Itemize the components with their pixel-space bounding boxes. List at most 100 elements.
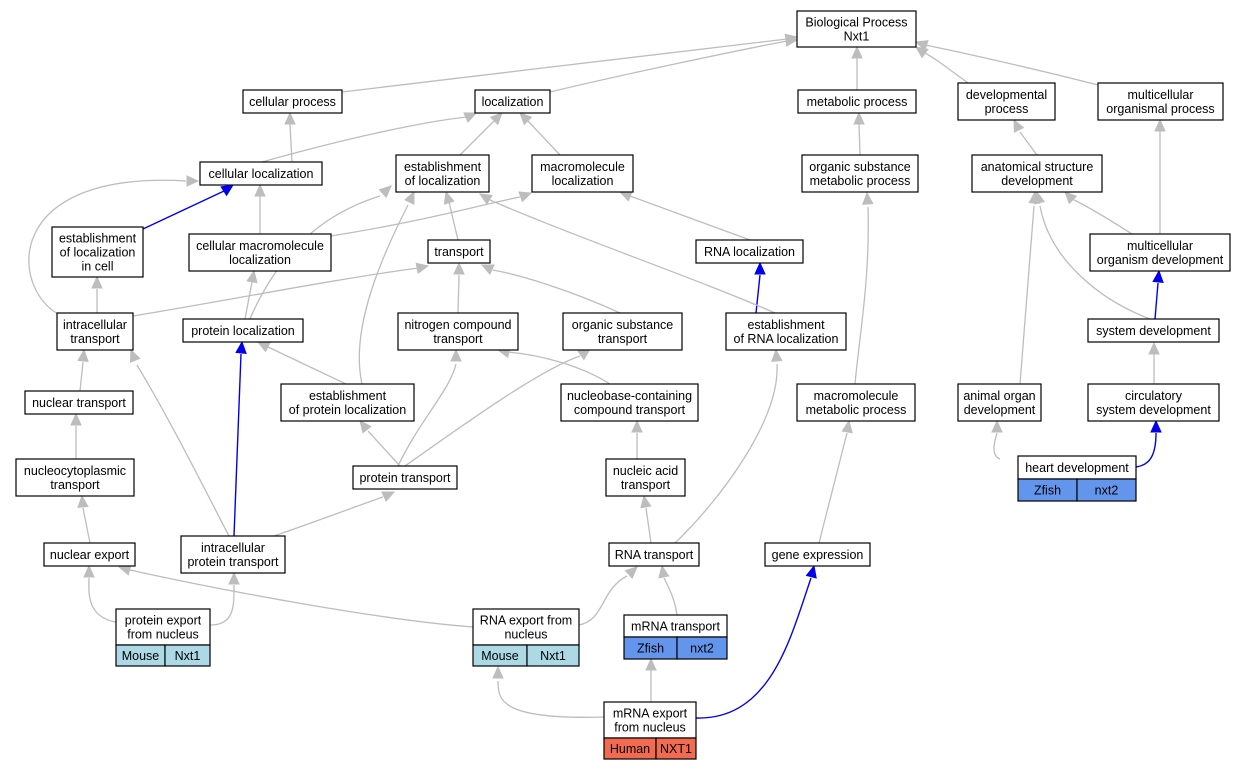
arrowhead — [378, 185, 392, 199]
term-box[interactable] — [474, 89, 551, 114]
term-box[interactable] — [971, 154, 1103, 193]
term-label: protein transport — [187, 555, 279, 569]
term-box[interactable] — [199, 161, 323, 186]
relation-edge — [256, 341, 347, 385]
go-term-gene-expression[interactable]: gene expression — [764, 542, 871, 567]
term-box[interactable] — [51, 226, 144, 278]
go-term-protein-transport[interactable]: protein transport — [352, 465, 458, 490]
term-box[interactable] — [764, 542, 871, 567]
term-box[interactable] — [695, 239, 804, 264]
term-box[interactable] — [43, 542, 136, 567]
go-term-nuclear-transport[interactable]: nuclear transport — [24, 390, 134, 415]
term-box[interactable] — [725, 312, 847, 351]
relation-edge — [273, 491, 396, 537]
term-box[interactable] — [1097, 82, 1224, 121]
gene-cell[interactable] — [655, 737, 697, 760]
term-box[interactable] — [1087, 318, 1220, 343]
go-term-system-development[interactable]: system development — [1087, 318, 1220, 343]
term-box[interactable] — [801, 154, 919, 193]
term-box[interactable] — [796, 383, 916, 422]
term-box[interactable] — [1087, 383, 1220, 422]
arrowhead — [805, 564, 817, 579]
term-box[interactable] — [1089, 233, 1231, 272]
go-term-nuclear-export[interactable]: nuclear export — [43, 542, 136, 567]
term-label: Nxt1 — [844, 30, 870, 44]
term-box[interactable] — [180, 535, 286, 574]
go-term-metabolic-process[interactable]: metabolic process — [797, 89, 917, 114]
term-box[interactable] — [797, 89, 917, 114]
arrowhead — [519, 112, 533, 126]
gene-cell[interactable] — [164, 644, 211, 667]
term-box[interactable] — [608, 542, 700, 567]
term-box[interactable] — [796, 10, 917, 48]
term-box[interactable] — [188, 233, 332, 272]
term-box[interactable] — [427, 239, 491, 264]
term-box[interactable] — [531, 154, 634, 193]
term-box[interactable] — [562, 312, 683, 351]
term-box[interactable] — [24, 390, 134, 415]
term-box[interactable] — [182, 318, 304, 343]
arrowhead — [403, 190, 415, 205]
gene-cell[interactable] — [676, 636, 728, 660]
term-label: RNA localization — [704, 245, 795, 259]
relation-edge — [28, 175, 200, 316]
term-box[interactable] — [280, 383, 415, 422]
arrowhead — [254, 183, 266, 197]
go-term-protein-localization[interactable]: protein localization — [182, 318, 304, 343]
arrowhead — [1013, 118, 1025, 133]
arrowhead — [645, 657, 657, 671]
arrowhead — [186, 175, 200, 187]
term-box[interactable] — [397, 312, 519, 351]
term-box[interactable] — [560, 383, 699, 422]
term-box[interactable] — [957, 383, 1042, 422]
term-box[interactable] — [957, 82, 1056, 121]
arrowhead — [220, 184, 235, 197]
arrowhead — [851, 45, 863, 59]
go-term-rna-localization[interactable]: RNA localization — [695, 239, 804, 264]
term-box[interactable] — [395, 154, 490, 193]
species-label: Human — [610, 742, 650, 756]
go-term-transport[interactable]: transport — [427, 239, 491, 264]
go-term-rna-transport[interactable]: RNA transport — [608, 542, 700, 567]
term-box[interactable] — [115, 608, 211, 646]
relation-edge — [578, 566, 638, 626]
term-box[interactable] — [605, 458, 686, 497]
gene-cell[interactable] — [1076, 478, 1137, 502]
go-term-cellular-localization[interactable]: cellular localization — [199, 161, 323, 186]
gene-cell[interactable] — [526, 644, 580, 667]
relation-edge — [1064, 191, 1133, 235]
go-term-cellular-process[interactable]: cellular process — [242, 89, 343, 114]
term-box[interactable] — [352, 465, 458, 490]
go-term-localization[interactable]: localization — [474, 89, 551, 114]
term-box[interactable] — [15, 458, 135, 497]
term-box[interactable] — [56, 312, 134, 351]
term-box[interactable] — [242, 89, 343, 114]
